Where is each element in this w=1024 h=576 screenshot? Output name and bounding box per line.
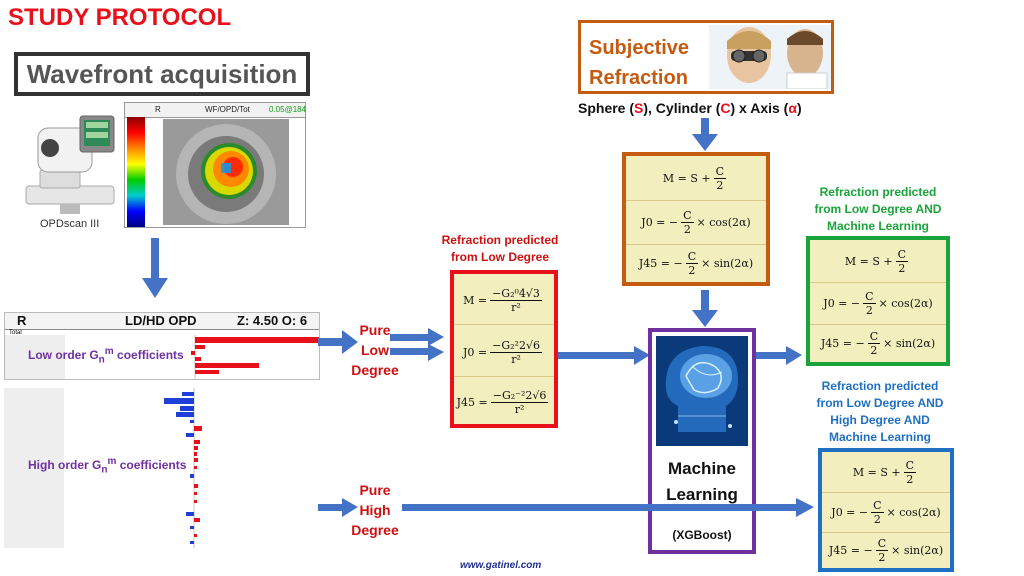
machine-learning-subtitle: (XGBoost) <box>672 528 732 542</box>
arrow-right-icon <box>756 346 802 365</box>
wavefront-map-header: R WF/OPD/Tot 0.05@184 <box>125 103 307 118</box>
wavefront-acquisition-title: Wavefront acquisition <box>26 58 298 89</box>
down-arrow-icon <box>692 290 718 327</box>
coefficient-panel: R LD/HD OPD Z: 4.50 O: 6 Total <box>4 312 320 380</box>
eye-map-image <box>163 119 289 225</box>
coeff-header-eye: R <box>17 313 27 328</box>
total-label: Total <box>9 330 22 336</box>
down-arrow-icon <box>692 118 718 151</box>
coeff-header-title: LD/HD OPD <box>125 313 197 328</box>
high-order-panel <box>4 388 318 548</box>
coefficient-panel-header: R LD/HD OPD Z: 4.50 O: 6 <box>5 313 319 330</box>
coeff-header-values: Z: 4.50 O: 6 <box>237 313 308 328</box>
map-header-title: WF/OPD/Tot <box>205 105 250 114</box>
wavefront-acquisition-box: Wavefront acquisition <box>14 52 310 96</box>
sphere-cylinder-axis-label: Sphere (S), Cylinder (C) x Axis (α) <box>578 100 802 116</box>
down-arrow-icon <box>142 238 168 298</box>
brain-circuit-icon <box>656 336 748 446</box>
low-order-label: Low order Gnm coefficients <box>28 346 184 366</box>
low-order-bar-chart <box>5 335 319 379</box>
high-order-label: High order Gnm coefficients <box>28 456 187 476</box>
eye-exam-photo-icon <box>709 25 831 90</box>
arrow-right-icon <box>318 330 358 354</box>
long-arrow-right-icon <box>402 498 814 517</box>
double-arrow-right-icon <box>390 328 444 361</box>
arrow-right-icon <box>318 498 358 517</box>
page-title: STUDY PROTOCOL <box>8 4 232 31</box>
map-header-eye: R <box>155 105 161 114</box>
arrow-right-icon <box>558 346 650 365</box>
ophthalmic-device-icon <box>20 110 120 218</box>
map-header-value: 0.05@184 <box>269 105 307 114</box>
high-order-bar-chart <box>4 388 202 548</box>
website-credit: www.gatinel.com <box>460 560 542 571</box>
color-scale-bar <box>127 117 145 227</box>
wavefront-map-icon: R WF/OPD/Tot 0.05@184 <box>124 102 306 228</box>
device-label: OPDscan III <box>40 218 100 230</box>
